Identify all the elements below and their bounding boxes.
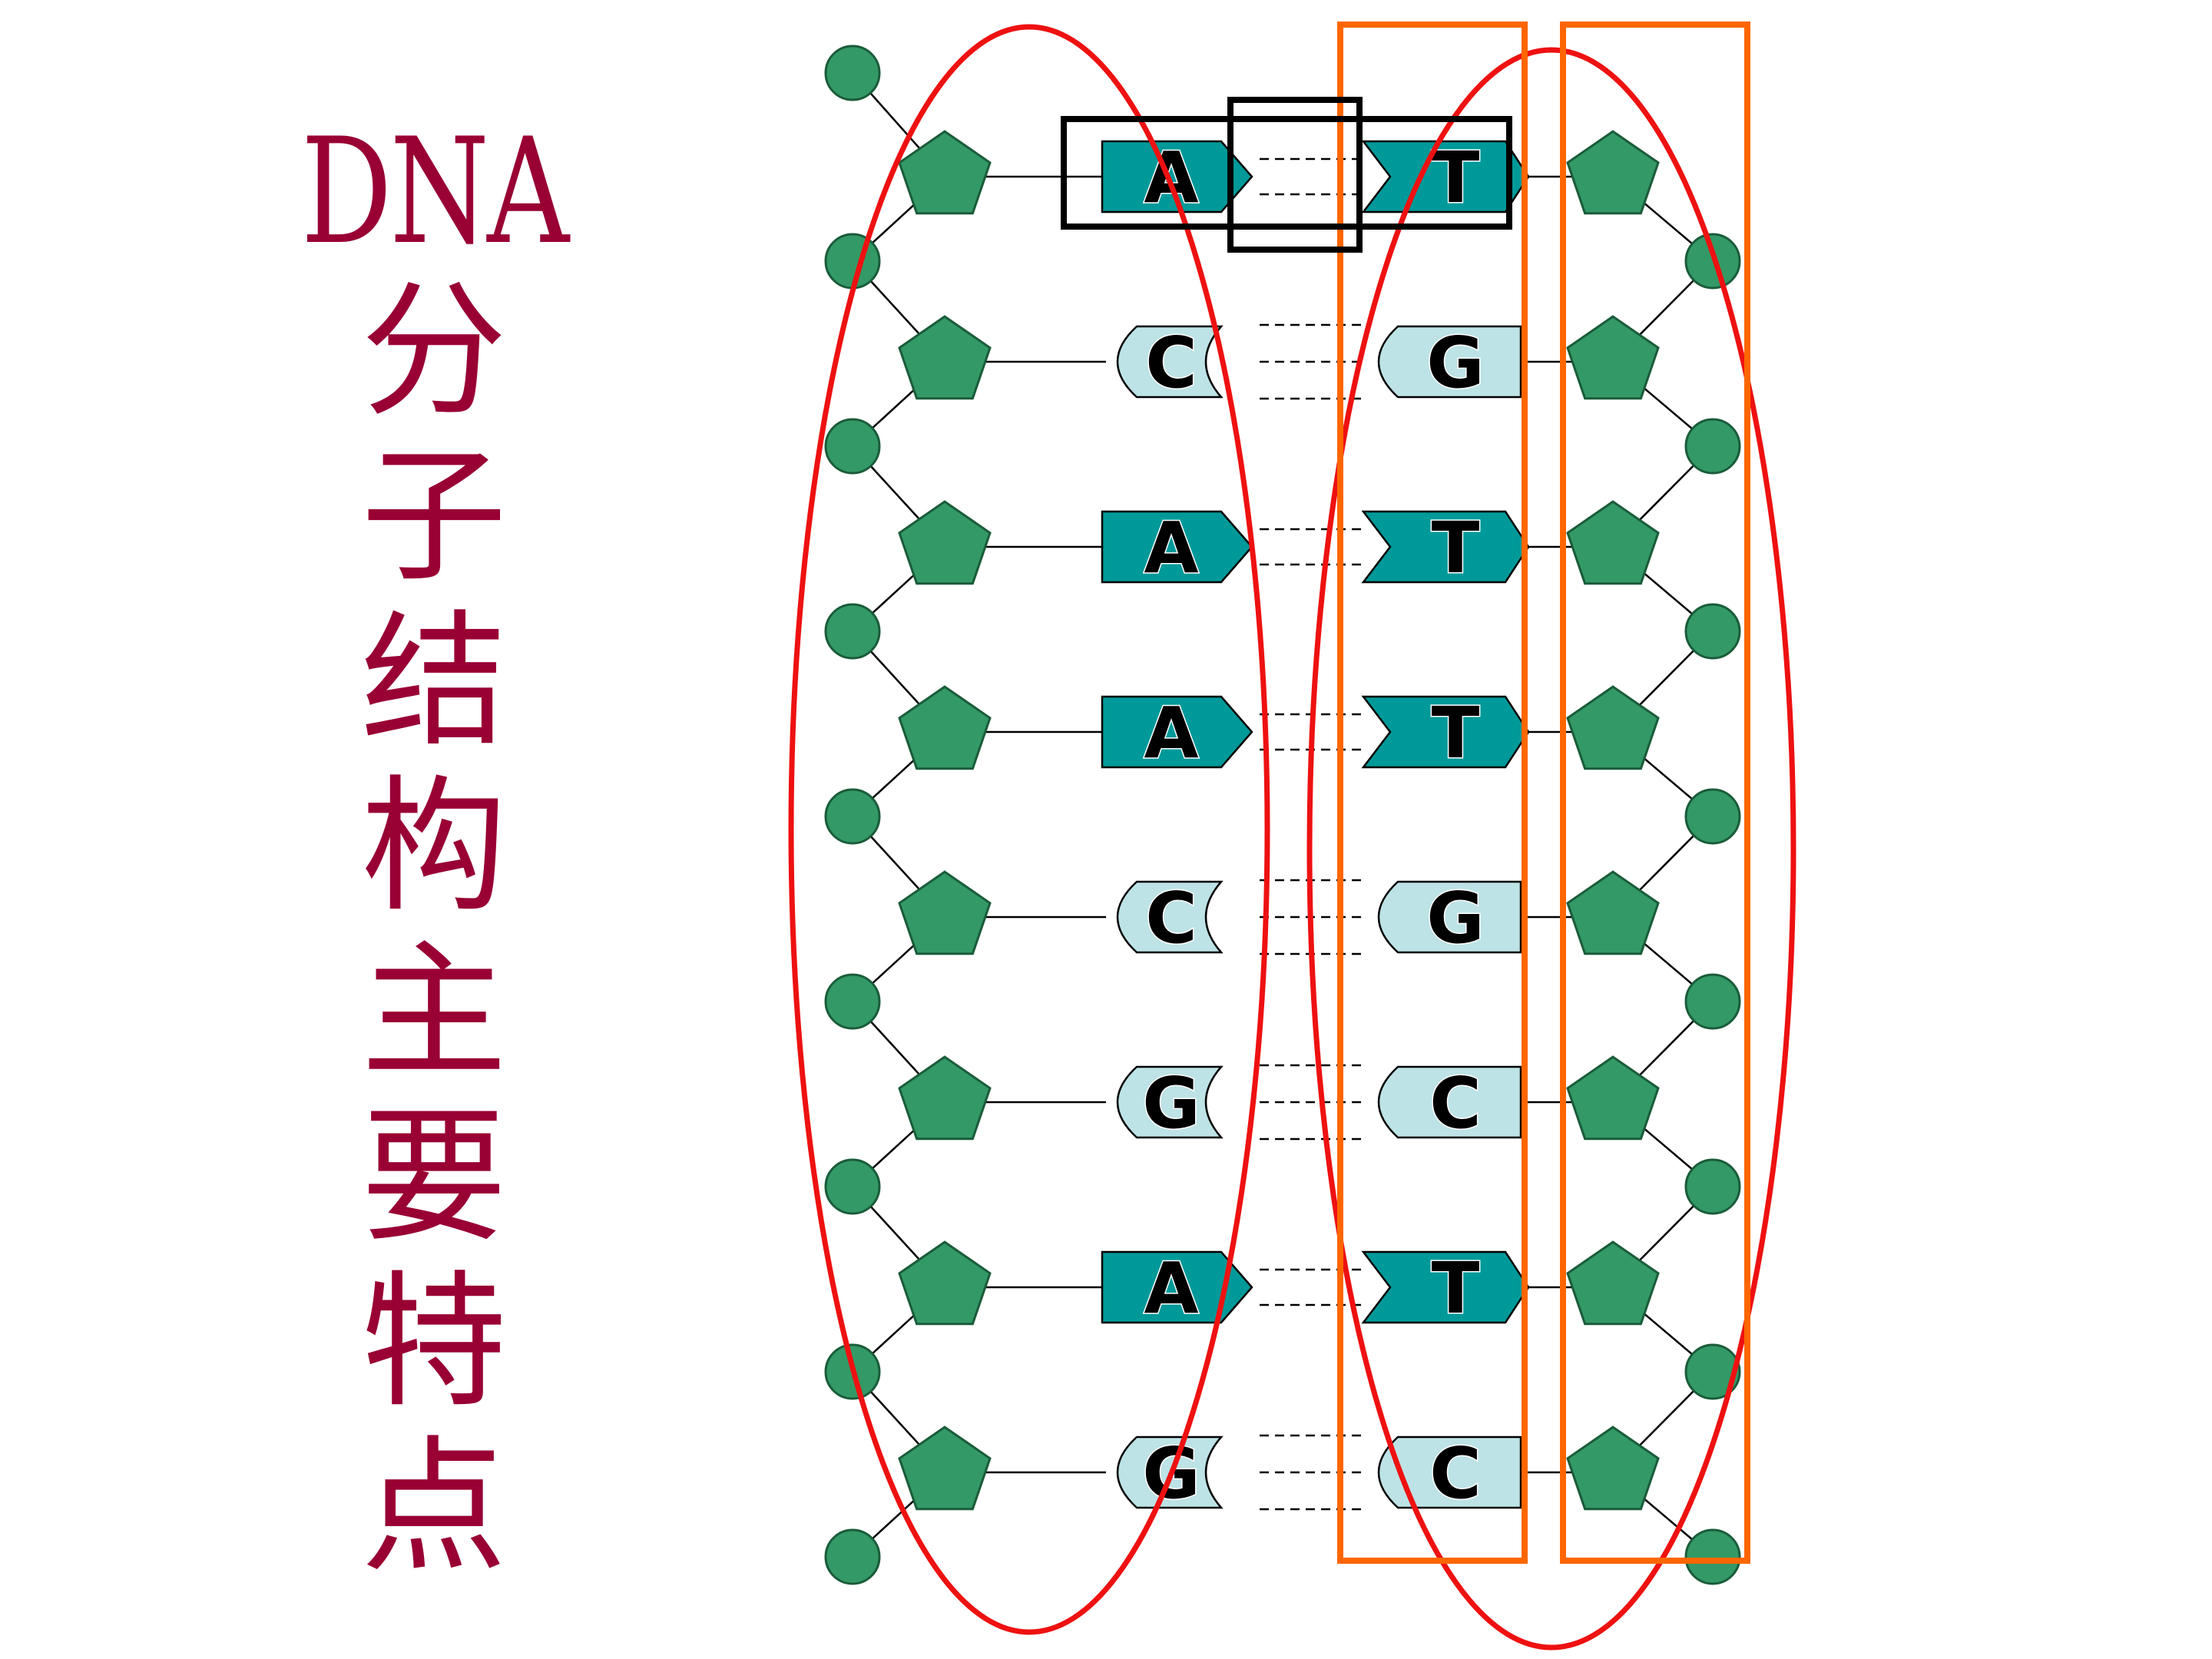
base-block-icon	[1361, 140, 1530, 214]
deoxyribose-pentagon-icon	[898, 870, 992, 955]
deoxyribose-pentagon-icon	[1566, 685, 1660, 770]
base-letter-right: T	[1432, 137, 1480, 219]
base-block-icon	[1361, 1250, 1530, 1324]
base-letter-left: A	[1144, 692, 1198, 774]
title-char: 结	[360, 597, 507, 767]
base-block-icon	[1101, 1250, 1253, 1324]
base-letter-left: G	[1142, 1062, 1200, 1144]
title-char: 子	[360, 432, 507, 601]
phosphate-circle-icon	[824, 233, 881, 290]
deoxyribose-pentagon-icon	[1566, 1426, 1660, 1511]
base-letter-right: G	[1426, 877, 1485, 959]
base-block-icon	[1116, 880, 1224, 954]
deoxyribose-pentagon-icon	[898, 130, 992, 215]
deoxyribose-pentagon-icon	[898, 315, 992, 400]
phosphate-circle-icon	[1684, 1528, 1741, 1585]
title-char: 点	[360, 1422, 507, 1592]
deoxyribose-pentagon-icon	[1566, 130, 1660, 215]
title-chinese: 分 子 结 构 主 要 特 点	[361, 269, 507, 1590]
phosphate-circle-icon	[824, 788, 881, 845]
base-block-icon	[1116, 325, 1224, 399]
deoxyribose-pentagon-icon	[898, 1055, 992, 1141]
right-strand-ellipse	[1306, 47, 1796, 1651]
base-pair-rect	[1061, 116, 1512, 230]
base-letter-right: T	[1432, 692, 1480, 774]
phosphate-circle-icon	[1684, 788, 1741, 845]
base-letter-left: C	[1145, 322, 1197, 404]
title-char: 构	[360, 762, 507, 932]
base-letter-left: A	[1144, 1247, 1198, 1330]
phosphate-circle-icon	[1684, 1158, 1741, 1215]
backbone-column-rect	[1560, 22, 1750, 1564]
phosphate-circle-icon	[824, 418, 881, 475]
phosphate-circle-icon	[824, 973, 881, 1030]
deoxyribose-pentagon-icon	[898, 1240, 992, 1326]
base-block-icon	[1377, 325, 1522, 399]
base-letter-right: C	[1429, 1432, 1482, 1515]
deoxyribose-pentagon-icon	[1566, 1240, 1660, 1326]
phosphate-circle-icon	[1684, 418, 1741, 475]
base-block-icon	[1116, 1065, 1224, 1139]
base-block-icon	[1377, 880, 1522, 954]
base-letter-left: C	[1145, 877, 1197, 959]
phosphate-circle-icon	[1684, 1343, 1741, 1400]
phosphate-circle-icon	[824, 45, 881, 101]
deoxyribose-pentagon-icon	[1566, 500, 1660, 585]
title-dna: DNA	[300, 107, 569, 276]
phosphate-circle-icon	[1684, 973, 1741, 1030]
base-letter-right: G	[1426, 322, 1485, 404]
base-block-icon	[1101, 510, 1253, 584]
base-letter-left: A	[1144, 137, 1198, 219]
phosphate-circle-icon	[824, 1158, 881, 1215]
phosphate-circle-icon	[1684, 603, 1741, 660]
base-letter-left: A	[1144, 507, 1198, 589]
deoxyribose-pentagon-icon	[1566, 315, 1660, 400]
phosphate-circle-icon	[824, 1528, 881, 1585]
phosphate-circle-icon	[824, 603, 881, 660]
base-block-icon	[1101, 695, 1253, 769]
base-letter-right: C	[1429, 1062, 1482, 1144]
base-column-rect	[1337, 22, 1528, 1564]
hydrogen-bond-rect	[1227, 97, 1363, 253]
base-letter-right: T	[1432, 507, 1480, 589]
base-block-icon	[1377, 1065, 1522, 1139]
left-strand-ellipse	[788, 24, 1270, 1635]
base-letter-right: T	[1432, 1247, 1480, 1330]
deoxyribose-pentagon-icon	[898, 500, 992, 585]
base-block-icon	[1101, 140, 1253, 214]
deoxyribose-pentagon-icon	[898, 685, 992, 770]
deoxyribose-pentagon-icon	[898, 1426, 992, 1511]
base-block-icon	[1361, 695, 1530, 769]
base-block-icon	[1361, 510, 1530, 584]
title-char: 特	[360, 1257, 507, 1427]
title-char: 分	[360, 267, 507, 436]
title: DNA 分 子 结 构 主 要 特 点	[301, 115, 569, 1591]
title-char: 主	[360, 927, 507, 1097]
base-block-icon	[1377, 1435, 1522, 1509]
deoxyribose-pentagon-icon	[1566, 1055, 1660, 1141]
deoxyribose-pentagon-icon	[1566, 870, 1660, 955]
title-char: 要	[360, 1092, 507, 1262]
